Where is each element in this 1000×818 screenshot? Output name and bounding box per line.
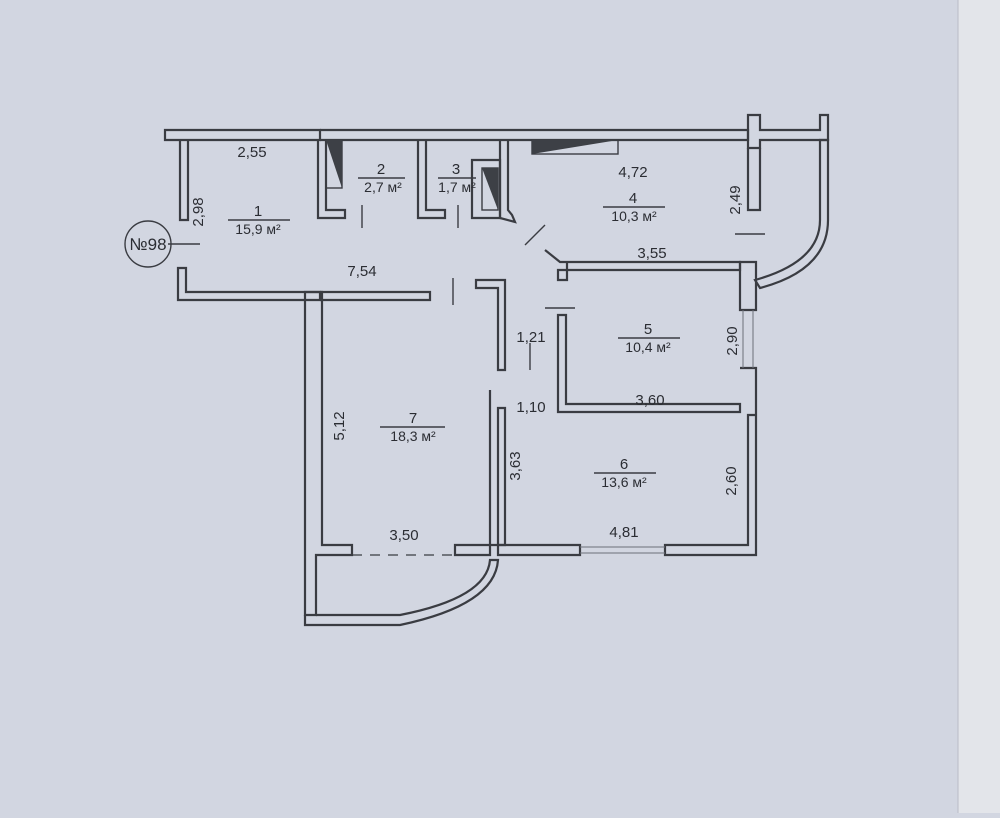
wall-corridor-top [320,290,432,302]
dim-room5-depth: 2,90 [724,326,741,355]
room-6-label: 6 13,6 м² [594,456,656,490]
dim-corridor-length: 7,54 [347,263,376,280]
wall-room6-right [663,366,758,557]
room-2-area: 2,7 м² [364,179,402,195]
dim-room1-width: 2,55 [237,144,266,161]
wall-room5-right-upper [738,260,758,312]
room-7-label: 7 18,3 м² [380,410,445,444]
room-4-number: 4 [629,190,637,207]
doors [168,205,765,556]
windows [580,310,754,554]
wall-room5-bottom [556,313,742,414]
wall-hall-top [474,278,507,372]
apartment-badge-circle [124,220,172,268]
room-6-number: 6 [620,456,628,473]
dim-hall-width-top: 1,21 [516,329,545,346]
wall-room1-left-upper [178,140,190,222]
room-1-label: 1 15,9 м² [228,203,290,237]
wall-room7-left [303,290,354,617]
dim-room4-depth: 2,49 [727,185,744,214]
room-3-label: 3 1,7 м² [438,161,476,195]
dim-room6-depth: 2,60 [723,466,740,495]
wall-top [320,128,750,142]
room-5-number: 5 [644,321,652,338]
wall-bath3-right [498,140,517,224]
dim-room7-depth: 5,12 [331,411,348,440]
shaft-room2 [326,140,342,188]
room-6-area: 13,6 м² [601,474,647,490]
room-7-area: 18,3 м² [390,428,436,444]
door-room4 [524,224,546,246]
room-7-number: 7 [409,410,417,427]
balcony-curve-top [753,138,830,290]
walls [163,113,830,627]
shafts [325,139,619,211]
dim-room1-depth: 2,98 [190,197,207,226]
room-2-label: 2 2,7 м² [358,161,405,195]
room-3-number: 3 [452,161,460,178]
room-5-label: 5 10,4 м² [618,321,680,355]
room-3-area: 1,7 м² [438,179,476,195]
dim-hall-width-bottom: 1,10 [516,399,545,416]
wall-corridor-left [176,266,322,302]
room-1-area: 15,9 м² [235,221,281,237]
apartment-number: №98 [129,235,166,254]
wall-room4-right [746,148,762,212]
wall-top-left [163,128,322,142]
wall-room7-right [488,390,498,547]
paper-edge [958,0,1000,813]
wall-bath2-right [416,140,447,220]
room-1-number: 1 [254,203,262,220]
wall-room6-bottom-left [496,543,582,557]
wall-hall-lower [496,406,507,547]
room-2-number: 2 [377,161,385,178]
dim-room5-width: 3,55 [637,245,666,262]
wall-room5-door-left [556,268,569,282]
room-4-label: 4 10,3 м² [603,190,665,224]
room-labels: 1 15,9 м² 2 2,7 м² 3 1,7 м² 4 10,3 м² 5 … [228,161,680,490]
dim-room6-width-bottom: 4,81 [609,524,638,541]
shaft-room4 [532,140,618,154]
room-4-area: 10,3 м² [611,208,657,224]
wall-top-right [746,113,830,150]
dim-room6-width-top: 3,60 [635,392,664,409]
room-5-area: 10,4 м² [625,339,671,355]
wall-bath2-left [316,140,347,220]
dimension-labels: 2,55 2,98 7,54 4,72 2,49 3,55 2,90 1,21 … [190,144,744,544]
dim-room7-width: 3,50 [389,527,418,544]
balcony-curve-bottom [303,558,500,627]
dim-hall-length: 3,63 [507,451,524,480]
wall-room7-bottom-right [453,543,492,557]
shaft-room3 [482,168,498,210]
apartment-badge: №98 [124,220,172,268]
dim-room4-width: 4,72 [618,164,647,181]
